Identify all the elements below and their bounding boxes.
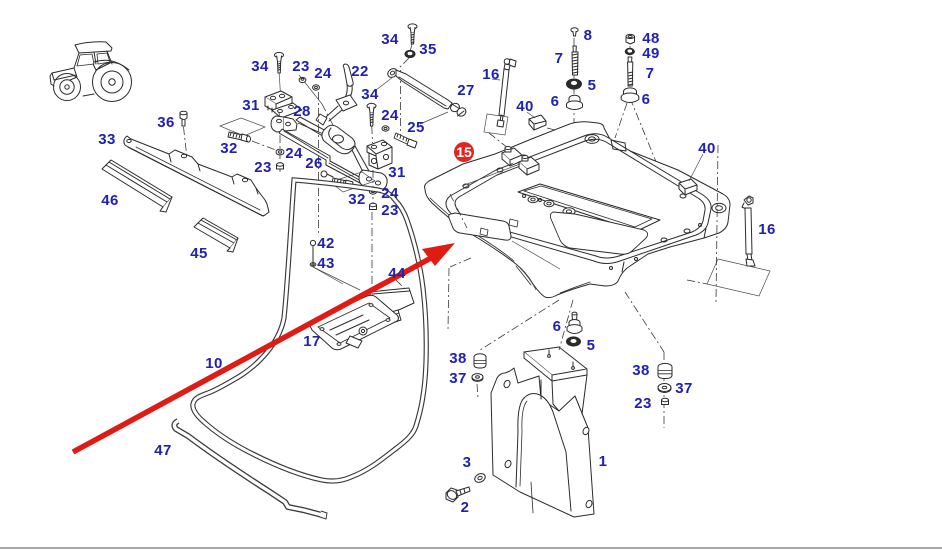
svg-text:24: 24	[285, 145, 303, 162]
svg-text:5: 5	[588, 77, 597, 94]
svg-text:1: 1	[599, 453, 608, 470]
svg-text:23: 23	[634, 395, 652, 412]
svg-text:38: 38	[449, 350, 467, 367]
svg-text:38: 38	[632, 362, 650, 379]
svg-text:47: 47	[154, 442, 172, 459]
svg-text:35: 35	[419, 41, 437, 58]
svg-text:45: 45	[190, 245, 208, 262]
svg-text:34: 34	[381, 31, 399, 48]
svg-text:43: 43	[317, 255, 335, 272]
svg-text:22: 22	[351, 63, 369, 80]
svg-text:40: 40	[516, 98, 534, 115]
svg-text:8: 8	[584, 27, 593, 44]
svg-text:5: 5	[587, 337, 596, 354]
svg-text:32: 32	[220, 140, 238, 157]
svg-text:7: 7	[555, 50, 564, 67]
svg-text:16: 16	[758, 221, 776, 238]
svg-text:10: 10	[205, 355, 223, 372]
svg-text:33: 33	[98, 131, 116, 148]
svg-text:40: 40	[698, 140, 716, 157]
svg-text:23: 23	[381, 202, 399, 219]
svg-text:15: 15	[456, 144, 472, 160]
svg-text:3: 3	[463, 454, 472, 471]
svg-text:34: 34	[361, 86, 379, 103]
svg-text:6: 6	[553, 318, 562, 335]
svg-text:2: 2	[461, 499, 470, 516]
svg-text:23: 23	[254, 159, 272, 176]
svg-text:37: 37	[675, 380, 693, 397]
svg-text:44: 44	[388, 265, 406, 282]
svg-text:32: 32	[348, 191, 366, 208]
svg-text:26: 26	[305, 155, 323, 172]
svg-text:17: 17	[303, 333, 321, 350]
svg-text:48: 48	[642, 30, 660, 47]
svg-text:24: 24	[314, 65, 332, 82]
svg-text:31: 31	[242, 97, 260, 114]
svg-text:27: 27	[457, 82, 475, 99]
svg-text:23: 23	[292, 58, 310, 75]
svg-text:24: 24	[381, 185, 399, 202]
svg-text:28: 28	[293, 103, 311, 120]
svg-text:16: 16	[482, 66, 500, 83]
svg-text:34: 34	[251, 58, 269, 75]
svg-text:7: 7	[646, 65, 655, 82]
svg-text:46: 46	[101, 192, 119, 209]
svg-text:42: 42	[317, 235, 335, 252]
svg-text:49: 49	[642, 45, 660, 62]
svg-text:25: 25	[407, 119, 425, 136]
svg-text:31: 31	[388, 164, 406, 181]
svg-text:6: 6	[551, 93, 560, 110]
svg-text:36: 36	[157, 114, 175, 131]
svg-text:6: 6	[642, 91, 651, 108]
svg-text:37: 37	[449, 370, 467, 387]
svg-text:24: 24	[381, 107, 399, 124]
